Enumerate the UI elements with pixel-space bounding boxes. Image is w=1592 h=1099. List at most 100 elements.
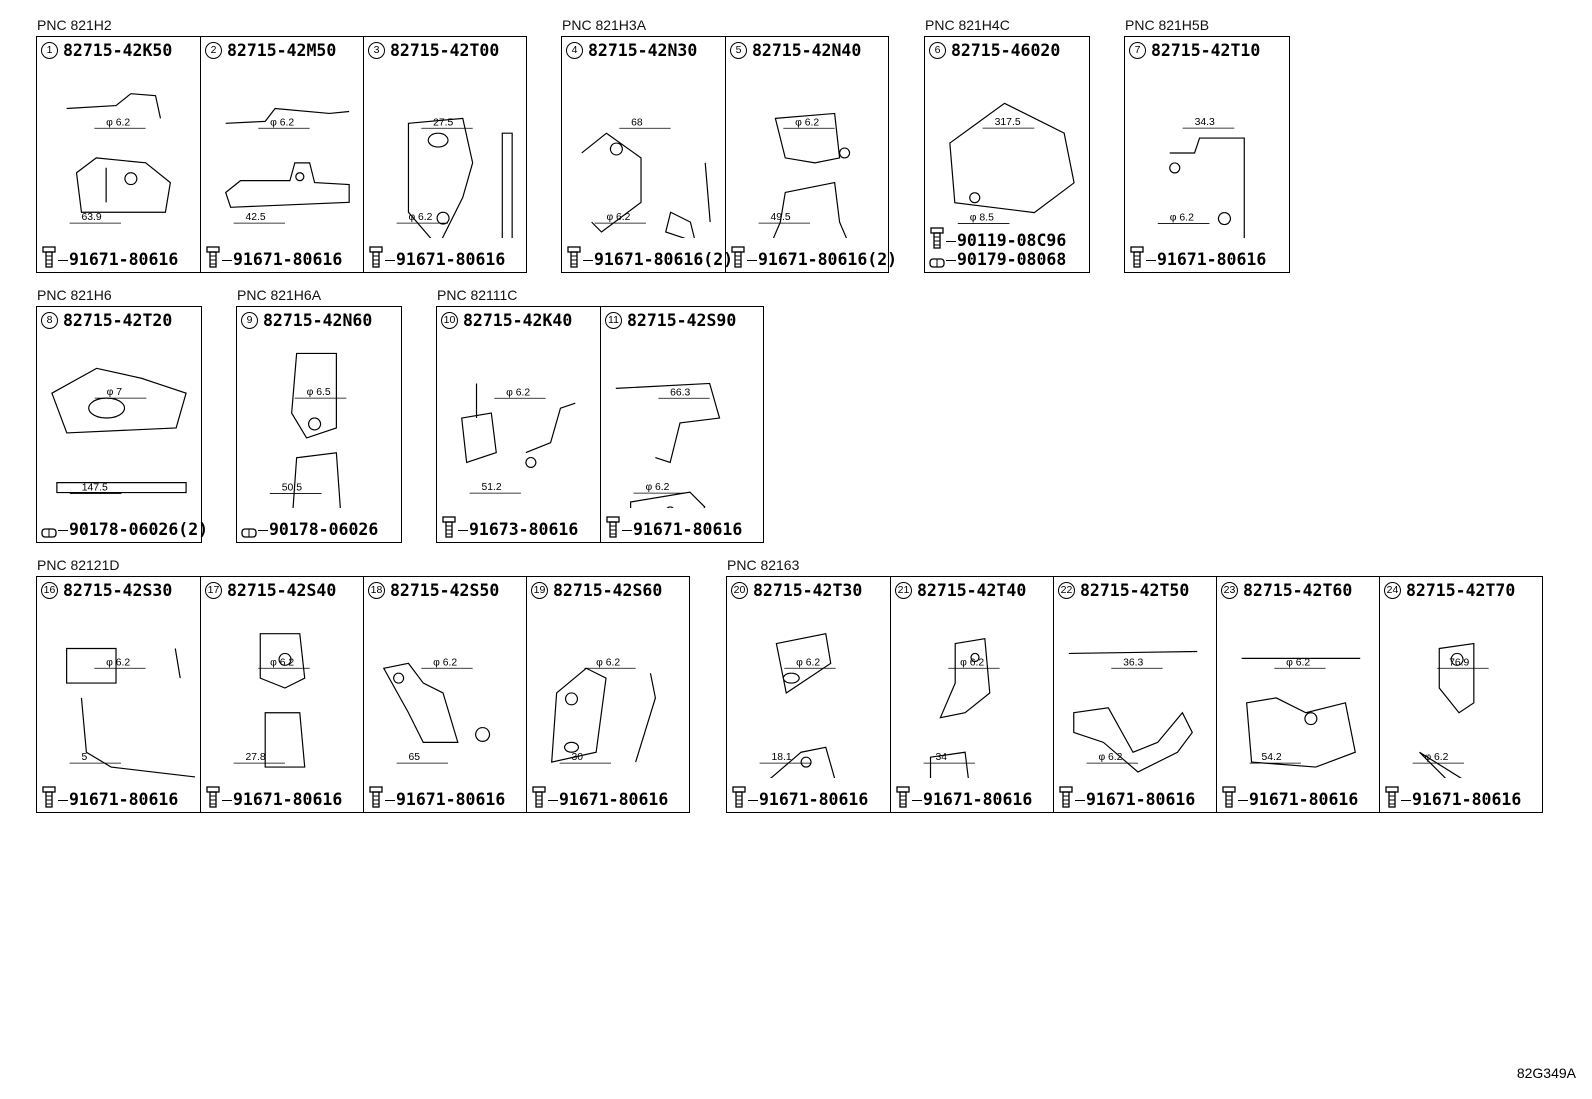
part-number-text: 82715-42K40 [463, 311, 573, 330]
bracket-sketch: φ 6.227.8 [233, 633, 310, 768]
item-number-badge: 22 [1058, 582, 1075, 599]
fastener-part-number: 91671-80616 [396, 250, 506, 269]
dimension-label: 50.5 [282, 483, 302, 494]
fastener-part-number: 91671-80616 [1157, 250, 1267, 269]
part-number-text: 82715-42S30 [63, 581, 173, 600]
bracket-outline [66, 93, 171, 213]
bracket-sketch: 66.3 φ 6.2 [615, 382, 721, 508]
item-number-badge: 3 [368, 42, 385, 59]
dimension-label: 63.9 [81, 212, 101, 223]
fastener-callout: 91673-80616 [441, 515, 578, 539]
bracket-outline [66, 647, 196, 778]
leader-line [58, 259, 68, 261]
leader-line [1401, 799, 1411, 801]
fastener-part-number: 90178-06026 [269, 520, 379, 539]
bracket-outline [291, 352, 341, 508]
fastener-callout: 91671-80616 [41, 245, 178, 269]
fastener-part-number: 91671-80616 [69, 790, 179, 809]
item-number-badge: 8 [41, 312, 58, 329]
leader-line [946, 259, 956, 261]
fastener-part-number: 90178-06026(2) [69, 520, 209, 539]
dimension-label: 51.2 [481, 482, 501, 493]
fastener-callout: 90178-06026 [241, 515, 378, 539]
leader-line [222, 799, 232, 801]
dimension-label: φ 6.2 [645, 482, 669, 493]
item-number-badge: 7 [1129, 42, 1146, 59]
dimension-label: φ 6.2 [506, 387, 530, 398]
dimension-label: 27.5 [433, 117, 453, 128]
bolt-icon [731, 246, 745, 268]
fastener-callout: 91671-80616 [895, 785, 1032, 809]
leader-line [1238, 799, 1248, 801]
bracket-outline [949, 102, 1075, 214]
fastener-callout: 91671-80616 [368, 785, 505, 809]
dimension-label: φ 6.2 [408, 212, 432, 223]
dimension-label: 65 [408, 752, 420, 763]
bolt-icon [42, 786, 56, 808]
dimension-label: 42.5 [245, 212, 265, 223]
bracket-sketch: φ 6.25 [66, 647, 196, 778]
fastener-part-number: 91671-80616 [1086, 790, 1196, 809]
fastener-part-number: 91673-80616 [469, 520, 579, 539]
fastener-callout: 91671-80616 [605, 515, 742, 539]
part-number-text: 82715-42S50 [390, 581, 500, 600]
fastener-callout: 91671-80616 [205, 785, 342, 809]
dimension-label: φ 6.2 [433, 657, 457, 668]
fastener-part-number: 91671-80616(2) [594, 250, 734, 269]
bracket-outline [1419, 642, 1475, 778]
item-number-badge: 21 [895, 582, 912, 599]
item-number-badge: 11 [605, 312, 622, 329]
dimension-label: 54.2 [1261, 752, 1281, 763]
fastener-callout: 91671-80616(2) [566, 245, 733, 269]
bracket-sketch: φ 6.2 65 [382, 657, 491, 764]
fastener-part-number: 91671-80616(2) [758, 250, 898, 269]
part-number-text: 82715-42K50 [63, 41, 173, 60]
fastener-part-number: 91671-80616 [1249, 790, 1359, 809]
bracket-outline [770, 633, 836, 778]
part-number-text: 82715-42T40 [917, 581, 1027, 600]
bracket-sketch: φ 6.218.1 [759, 633, 836, 778]
bolt-icon [1222, 786, 1236, 808]
item-number-badge: 16 [41, 582, 58, 599]
bolt-icon [369, 786, 383, 808]
pnc-label: PNC 821H3A [562, 17, 647, 33]
dimension-label: φ 6.2 [1098, 752, 1122, 763]
fastener-callout: 91671-80616 [531, 785, 668, 809]
dimension-label: φ 6.2 [960, 657, 984, 668]
bracket-sketch: 36.3φ 6.2 [1068, 650, 1198, 773]
part-number-text: 82715-42T20 [63, 311, 173, 330]
leader-line [748, 799, 758, 801]
item-number-badge: 10 [441, 312, 458, 329]
part-number-text: 82715-42N40 [752, 41, 862, 60]
dimension-label: 66.3 [670, 387, 690, 398]
fastener-part-number: 91671-80616 [759, 790, 869, 809]
part-number-text: 82715-42T70 [1406, 581, 1516, 600]
leader-line [222, 259, 232, 261]
fastener-callout: 91671-80616 [41, 785, 178, 809]
bracket-outline [551, 667, 657, 763]
dimension-label: 30 [571, 752, 583, 763]
bracket-outline [382, 662, 491, 743]
dimension-label: φ 6.2 [596, 657, 620, 668]
